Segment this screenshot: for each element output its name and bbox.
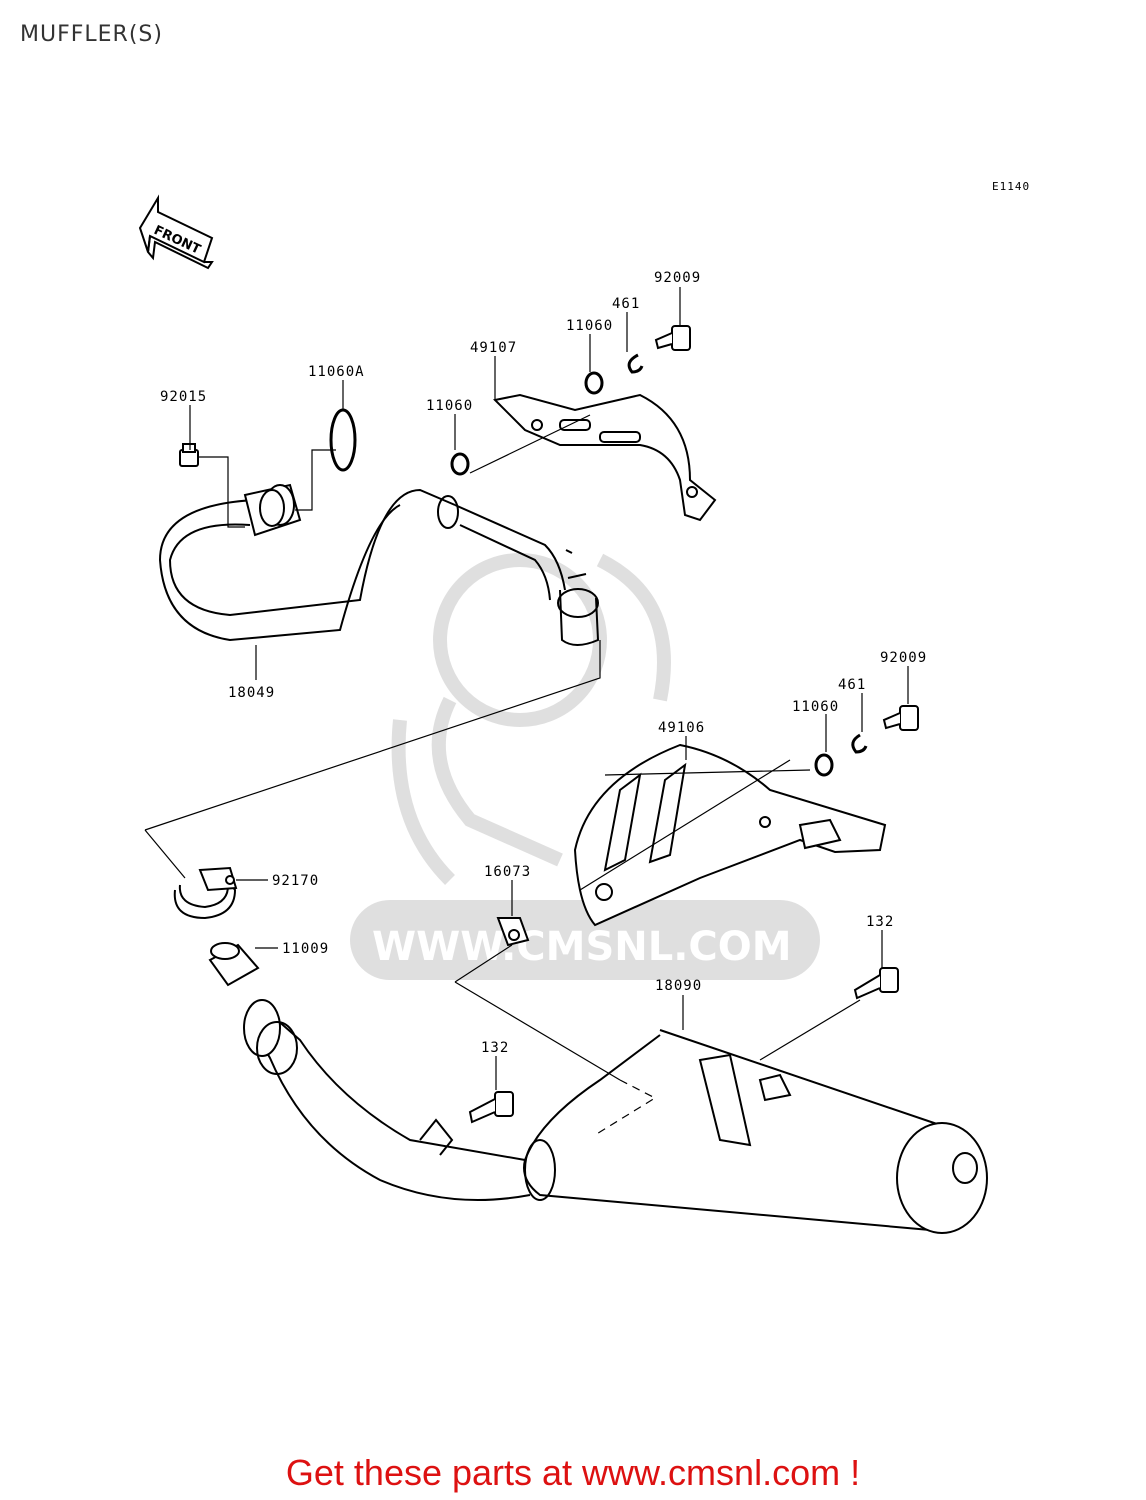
part-label-92009[interactable]: 92009 [654, 270, 701, 286]
washer-icon [450, 452, 470, 476]
part-label-132[interactable]: 132 [866, 914, 894, 930]
leader-lines [144, 287, 909, 1136]
part-label-49107[interactable]: 49107 [470, 340, 517, 356]
part-label-132[interactable]: 132 [481, 1040, 509, 1056]
drawing-code: E1140 [992, 180, 1031, 193]
sleeve-icon [208, 942, 260, 987]
part-label-11060a[interactable]: 11060A [308, 364, 365, 380]
part-label-18049[interactable]: 18049 [228, 685, 275, 701]
part-label-11009[interactable]: 11009 [282, 941, 329, 957]
part-label-18090[interactable]: 18090 [655, 978, 702, 994]
flange-nut-icon [179, 443, 199, 467]
watermark: WWW.CMSNL.COM [350, 553, 820, 980]
upper-bracket [492, 393, 717, 522]
cta-link[interactable]: Get these parts at www.cmsnl.com ! [285, 1452, 861, 1493]
washer-icon [584, 371, 604, 395]
part-label-461[interactable]: 461 [612, 296, 640, 312]
washer-icon [814, 753, 834, 777]
circlip-icon [851, 733, 868, 754]
front-arrow-icon: FRONT [138, 194, 214, 270]
part-label-11060[interactable]: 11060 [566, 318, 613, 334]
bolt-icon [468, 1091, 514, 1124]
bolt-icon [853, 967, 899, 1000]
page-title: MUFFLER(S) [20, 22, 163, 47]
part-label-92170[interactable]: 92170 [272, 873, 319, 889]
part-label-461[interactable]: 461 [838, 677, 866, 693]
circlip-icon [627, 353, 644, 374]
bolt-icon [882, 705, 919, 731]
bolt-icon [654, 325, 691, 351]
exploded-parts-diagram: WWW.CMSNL.COM FRONT [138, 194, 988, 1234]
part-label-49106[interactable]: 49106 [658, 720, 705, 736]
part-label-16073[interactable]: 16073 [484, 864, 531, 880]
clamp-icon [173, 866, 238, 920]
part-label-11060[interactable]: 11060 [792, 699, 839, 715]
watermark-text: WWW.CMSNL.COM [372, 924, 792, 970]
gasket-icon [329, 408, 357, 472]
footer-cta: Get these parts at www.cmsnl.com ! [0, 1452, 1146, 1494]
plate-icon [496, 917, 530, 947]
header-pipe [158, 488, 600, 646]
exhaust-flange [243, 483, 302, 537]
part-label-92009[interactable]: 92009 [880, 650, 927, 666]
muffler [243, 999, 988, 1234]
heat-shield [573, 743, 887, 927]
part-label-92015[interactable]: 92015 [160, 389, 207, 405]
part-label-11060[interactable]: 11060 [426, 398, 473, 414]
